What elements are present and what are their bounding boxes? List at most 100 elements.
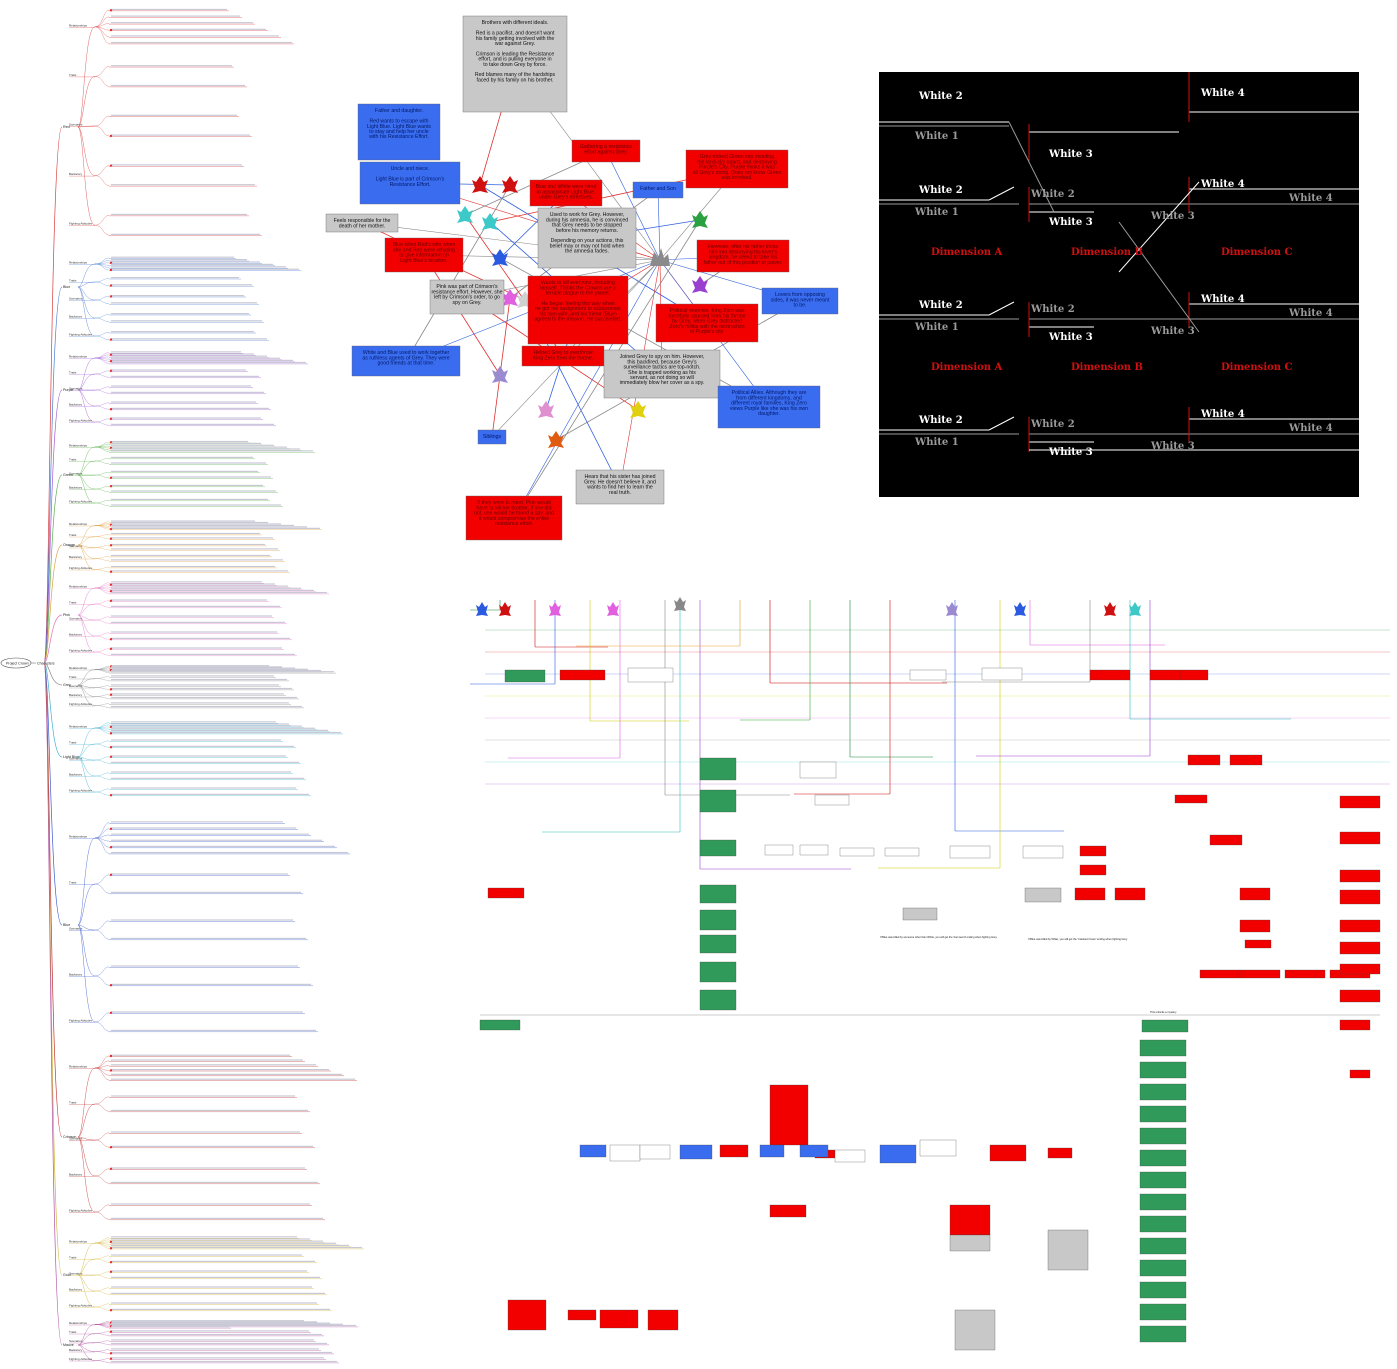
leaf-connector (94, 600, 110, 605)
leaf-text-line (111, 302, 257, 304)
flow-sprite (607, 602, 619, 616)
leaf-connector (94, 76, 110, 87)
flow-box (1339, 869, 1381, 883)
leaf-connector (94, 966, 110, 977)
leaf-text-line (111, 705, 302, 708)
note-text: Joined Grey to spy on him. However, (620, 354, 705, 360)
flow-sprite (476, 602, 488, 616)
leaf-text-line (111, 1246, 362, 1249)
leaf-text-line (111, 1320, 304, 1322)
character-sprite (630, 401, 646, 418)
flow-sprite (1014, 602, 1026, 616)
dim-track (988, 416, 1015, 431)
note-text: effort against Grey. (584, 149, 628, 155)
leaf-text-line (111, 284, 252, 286)
leaf-text-line (111, 450, 313, 452)
dim-label: White 3 (1048, 217, 1093, 228)
dim-label: White 3 (1150, 211, 1195, 222)
leaf-connector (94, 488, 110, 492)
flow-box (1141, 1019, 1189, 1033)
priority-icon (109, 732, 113, 735)
sub-connector (77, 756, 96, 777)
note-box (429, 279, 505, 315)
leaf-connector (94, 547, 110, 550)
note-text: as ruthless agents of Grey. They were (362, 355, 449, 361)
leaf-text-line (111, 259, 247, 261)
sub-label: Relationships (69, 1240, 88, 1244)
leaf-connector (94, 975, 110, 986)
leaf-connector (94, 619, 110, 624)
leaf-text-line (111, 1064, 316, 1066)
note-text: belief may or may not hold when (550, 243, 625, 249)
dim-label: White 4 (1200, 179, 1245, 190)
leaf-connector (94, 299, 110, 304)
leaf-text-line (111, 1011, 303, 1013)
leaf-connector (94, 370, 110, 375)
dimension-b-label: Dimension B (1071, 362, 1143, 373)
leaf-text-line (111, 407, 269, 409)
leaf-connector (94, 556, 110, 559)
leaf-connector (94, 1175, 110, 1184)
branch-label: Orange (63, 543, 75, 547)
hub-node[interactable]: Characters (37, 662, 55, 666)
leaf-text-line (111, 621, 285, 623)
priority-icon (109, 1352, 113, 1355)
leaf-connector (94, 726, 110, 729)
leaf-text-line (111, 1322, 330, 1324)
flow-box (699, 884, 737, 904)
leaf-connector (94, 314, 110, 319)
leaf-text-line (111, 448, 300, 450)
priority-icon (109, 873, 113, 876)
flow-box (814, 794, 850, 806)
sub-label: Relationships (69, 261, 88, 265)
note-box (761, 287, 839, 315)
note-text: good friends at that time. (377, 361, 434, 367)
leaf-text-line (111, 1238, 310, 1240)
branch-connector (43, 662, 63, 926)
leaf-connector (94, 883, 110, 894)
character-sprite (482, 213, 498, 230)
leaf-text-line (111, 504, 281, 506)
leaf-text-line (111, 559, 283, 561)
flow-sprite (674, 597, 686, 611)
leaf-text-line (111, 22, 253, 24)
note-text: White and Blue used to work together (363, 350, 450, 356)
note-text: he got the assignment to assassinate (535, 306, 621, 312)
note-text: Grey. He doesn't believe it, and (584, 479, 656, 485)
note-text: Pink was part of Crimson's (436, 284, 498, 290)
leaf-connector (94, 502, 110, 506)
flow-box (949, 1204, 991, 1236)
leaf-connector (94, 421, 110, 426)
dim-label: White 4 (1288, 308, 1333, 319)
leaf-connector (94, 1290, 110, 1295)
leaf-connector (94, 694, 110, 697)
flow-box (599, 1309, 639, 1329)
mind-map-root[interactable]: Project Crown (0, 657, 32, 669)
dim-label: White 2 (1030, 419, 1075, 430)
sub-connector (77, 544, 96, 548)
note-text: left by Crimson's order, to go (434, 295, 500, 301)
leaf-text-line (111, 605, 280, 607)
leaf-text-line (111, 583, 275, 585)
sub-connector (77, 357, 96, 391)
character-sprite (502, 176, 518, 193)
dim-label: White 1 (914, 437, 959, 448)
leaf-connector (94, 834, 110, 839)
priority-icon (109, 1330, 113, 1333)
flow-box (1047, 1147, 1073, 1159)
priority-icon (109, 693, 113, 696)
note-box (717, 385, 821, 429)
leaf-text-line (111, 41, 292, 44)
flow-box (1199, 969, 1241, 979)
note-text: sides, it was never meant (771, 297, 830, 303)
priority-icon (109, 688, 113, 691)
flow-box (567, 1309, 597, 1321)
leaf-connector (94, 1258, 110, 1263)
leaf-text-line (111, 1333, 322, 1336)
flow-box (1339, 1019, 1371, 1031)
character-sprite (492, 249, 508, 266)
note-box (477, 429, 507, 445)
sub-label: Relationships (69, 666, 88, 670)
